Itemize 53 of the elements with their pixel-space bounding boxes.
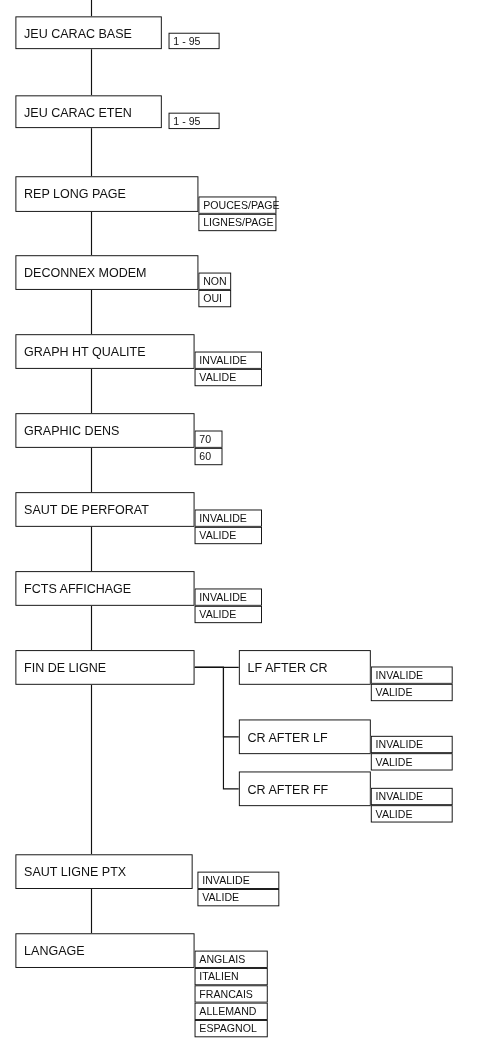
connector-line (90, 888, 93, 934)
connector-line (193, 666, 240, 790)
menu-item-box: CR AFTER LF (238, 719, 371, 755)
menu-item-box: SAUT DE PERFORAT (15, 492, 195, 527)
connector-line (90, 526, 93, 572)
menu-item-box: LF AFTER CR (238, 650, 371, 685)
option-box: VALIDE (197, 888, 280, 907)
option-box: FRANCAIS (194, 985, 268, 1003)
option-box: INVALIDE (370, 735, 453, 754)
menu-item-box: CR AFTER FF (238, 771, 371, 807)
option-box: INVALIDE (194, 588, 262, 606)
option-box: VALIDE (194, 368, 262, 387)
menu-item-box: JEU CARAC BASE (15, 16, 162, 50)
option-box: LIGNES/PAGE (198, 213, 277, 232)
option-box: INVALIDE (370, 666, 453, 684)
option-box: 1 - 95 (168, 32, 220, 50)
option-box: 60 (194, 447, 223, 466)
option-box: VALIDE (370, 805, 453, 823)
connector-line (90, 447, 93, 493)
option-box: 70 (194, 430, 223, 448)
option-box: POUCES/PAGE (198, 196, 277, 214)
option-box: INVALIDE (194, 509, 262, 527)
option-box: VALIDE (370, 683, 453, 702)
menu-item-box: DECONNEX MODEM (15, 255, 199, 290)
connector-line (90, 368, 93, 414)
option-box: 1 - 95 (168, 112, 220, 130)
menu-item-box: SAUT LIGNE PTX (15, 854, 193, 889)
menu-item-box: FIN DE LIGNE (15, 650, 195, 685)
menu-item-box: GRAPHIC DENS (15, 413, 195, 448)
option-box: NON (198, 272, 232, 290)
option-box: ANGLAIS (194, 950, 268, 968)
connector-line (90, 211, 93, 256)
option-box: INVALIDE (370, 787, 453, 806)
menu-item-box: GRAPH HT QUALITE (15, 334, 195, 369)
connector-line (90, 605, 93, 651)
menu-item-box: REP LONG PAGE (15, 176, 199, 212)
option-box: ALLEMAND (194, 1002, 268, 1020)
option-box: INVALIDE (197, 871, 280, 889)
connector-line (90, 127, 93, 177)
option-box: VALIDE (370, 753, 453, 771)
connector-line (90, 684, 93, 855)
connector-line (90, 289, 93, 335)
option-box: OUI (198, 289, 232, 308)
menu-item-box: FCTS AFFICHAGE (15, 571, 195, 606)
option-box: ESPAGNOL (194, 1019, 268, 1038)
connector-line (90, 0, 93, 17)
option-box: ITALIEN (194, 967, 268, 986)
menu-item-box: JEU CARAC ETEN (15, 95, 162, 129)
menu-item-box: LANGAGE (15, 933, 195, 968)
option-box: VALIDE (194, 526, 262, 545)
option-box: VALIDE (194, 605, 262, 624)
connector-line (90, 48, 93, 96)
option-box: INVALIDE (194, 351, 262, 369)
